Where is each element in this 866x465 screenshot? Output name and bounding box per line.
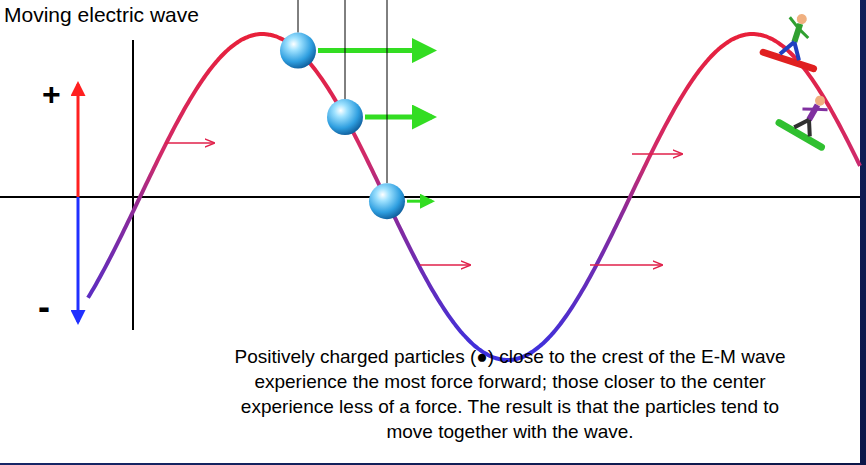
- force-arrow: [407, 200, 432, 203]
- particle-layer: [280, 0, 432, 219]
- polarity-sign: -: [38, 286, 50, 327]
- horizontal-axis: [0, 196, 860, 198]
- guide-line: [298, 0, 299, 33]
- positive-arrow: [77, 84, 80, 197]
- guide-line: [345, 0, 346, 99]
- guide-line: [387, 0, 388, 183]
- direction-arrow: [632, 153, 682, 155]
- wave-layer: [88, 34, 860, 360]
- surfer-figure: [774, 82, 846, 152]
- charged-particle: [327, 99, 363, 135]
- charged-particle: [280, 33, 316, 69]
- direction-arrow: [590, 264, 662, 266]
- direction-arrow: [420, 264, 470, 266]
- charged-particle: [369, 183, 405, 219]
- force-arrow: [365, 115, 432, 120]
- force-arrow: [318, 48, 432, 53]
- negative-arrow: [77, 197, 80, 322]
- wave-title: Moving electric wave: [4, 3, 199, 27]
- wave-direction-arrows: [165, 143, 682, 265]
- surfer-figure: [759, 5, 832, 73]
- direction-arrow: [165, 142, 214, 144]
- polarity-sign: +: [42, 76, 61, 113]
- caption-text: Positively charged particles (●) close t…: [220, 344, 800, 444]
- vertical-axis: [132, 40, 134, 330]
- electric-wave: [88, 34, 860, 360]
